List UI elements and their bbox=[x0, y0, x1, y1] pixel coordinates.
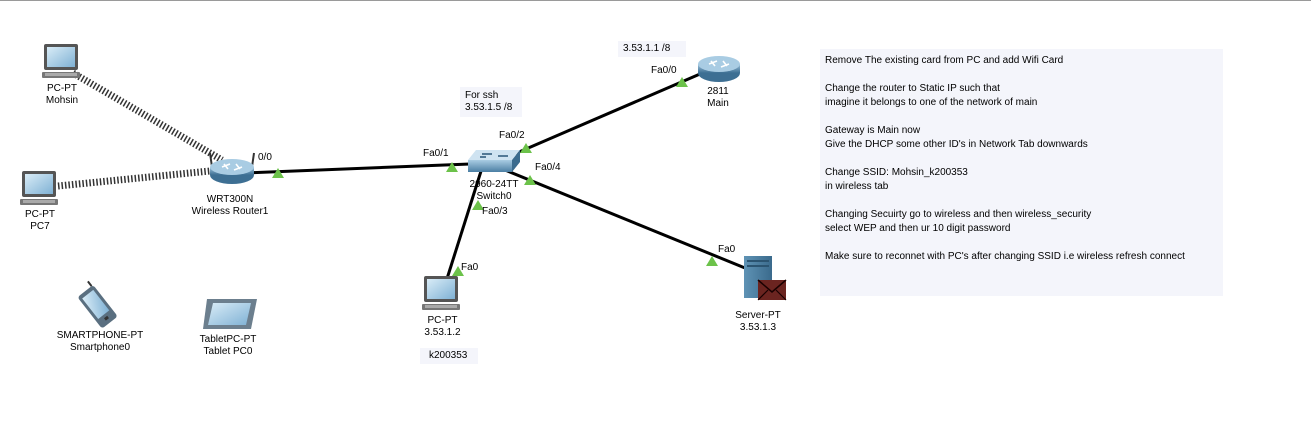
port-label: Fa0 bbox=[718, 244, 736, 255]
port-label: Fa0/2 bbox=[499, 130, 525, 141]
note-line: Make sure to reconnet with PC's after ch… bbox=[825, 251, 1185, 262]
pc-note: k200353 bbox=[429, 350, 468, 361]
pc-icon[interactable] bbox=[20, 171, 58, 205]
note-line: Remove The existing card from PC and add… bbox=[825, 55, 1064, 66]
device-type: PC-PT bbox=[47, 83, 77, 94]
device-name: Wireless Router1 bbox=[191, 206, 269, 217]
device-name: Mohsin bbox=[45, 95, 79, 106]
note-line: Change the router to Static IP such that bbox=[825, 83, 1000, 94]
note-line: select WEP and then ur 10 digit password bbox=[825, 223, 1011, 234]
ssh-note: For ssh 3.53.1.5 /8 bbox=[465, 90, 512, 114]
device-type: Server-PT bbox=[735, 310, 781, 321]
wireless-links bbox=[57, 69, 224, 190]
router-icon[interactable] bbox=[698, 56, 740, 82]
port-label: Fa0/0 bbox=[651, 65, 677, 76]
note-line: Change SSID: Mohsin_k200353 bbox=[825, 167, 968, 178]
device-type: PC-PT bbox=[427, 315, 458, 326]
port-indicator-router bbox=[272, 168, 284, 178]
pc-icon[interactable] bbox=[422, 276, 460, 310]
router-main-label: 2811 Main bbox=[693, 86, 743, 110]
notes-panel[interactable]: Remove The existing card from PC and add… bbox=[820, 49, 1223, 296]
smartphone-icon[interactable] bbox=[74, 280, 118, 329]
port-indicator-fa0-1 bbox=[446, 162, 458, 172]
port-indicator-server bbox=[706, 256, 718, 266]
wireless-link-mohsin bbox=[71, 69, 224, 164]
wireless-router-label: WRT300N Wireless Router1 bbox=[180, 194, 280, 218]
link-router-switch bbox=[243, 162, 471, 175]
link-switch-pc bbox=[443, 167, 484, 286]
wired-links bbox=[243, 72, 746, 286]
mail-envelope-icon bbox=[758, 280, 786, 300]
port-indicator-main bbox=[676, 77, 688, 87]
pc-note-box[interactable] bbox=[420, 348, 478, 364]
port-indicators bbox=[272, 77, 718, 276]
device-name: PC7 bbox=[30, 221, 50, 232]
pc-switch-label: PC-PT 3.53.1.2 bbox=[415, 315, 470, 339]
port-indicator-fa0-3 bbox=[472, 200, 484, 210]
ssh-note-line: For ssh bbox=[465, 90, 499, 101]
port-label: 0/0 bbox=[258, 152, 272, 163]
device-type: SMARTPHONE-PT bbox=[56, 330, 144, 341]
device-name: Smartphone0 bbox=[69, 342, 131, 353]
switch-label: 2960-24TT Switch0 bbox=[459, 179, 529, 203]
note-line: in wireless tab bbox=[825, 181, 889, 192]
device-name: Switch0 bbox=[476, 191, 512, 202]
device-name: 3.53.1.2 bbox=[424, 327, 461, 338]
link-switch-main bbox=[504, 72, 701, 160]
port-label: Fa0 bbox=[461, 262, 479, 273]
pc-mohsin-label: PC-PT Mohsin bbox=[37, 83, 87, 107]
canvas-top-border bbox=[0, 0, 1311, 1]
note-line: Gateway is Main now bbox=[825, 125, 921, 136]
tablet-label: TabletPC-PT Tablet PC0 bbox=[183, 334, 273, 358]
device-type: 2811 bbox=[707, 86, 729, 97]
port-label: Fa0/4 bbox=[535, 162, 561, 173]
device-name: 3.53.1.3 bbox=[739, 322, 777, 333]
pc7-label: PC-PT PC7 bbox=[15, 209, 65, 233]
device-type: 2960-24TT bbox=[469, 179, 519, 190]
tablet-icon[interactable] bbox=[203, 299, 257, 329]
port-indicator-pc bbox=[452, 266, 464, 276]
ssh-note-box[interactable] bbox=[460, 87, 522, 117]
server-label: Server-PT 3.53.1.3 bbox=[728, 310, 788, 334]
device-name: Main bbox=[707, 98, 729, 109]
port-indicator-fa0-2 bbox=[520, 143, 532, 153]
device-type: WRT300N bbox=[206, 194, 254, 205]
main-ip-note-box[interactable] bbox=[618, 41, 686, 57]
ssh-note-line: 3.53.1.5 /8 bbox=[465, 102, 513, 113]
pc-icon[interactable] bbox=[42, 44, 80, 78]
device-type: PC-PT bbox=[25, 209, 55, 220]
wireless-link-pc7 bbox=[57, 166, 221, 190]
main-ip-note: 3.53.1.1 /8 bbox=[623, 43, 671, 54]
smartphone-label: SMARTPHONE-PT Smartphone0 bbox=[50, 330, 150, 354]
wireless-router-icon[interactable] bbox=[209, 152, 255, 184]
link-switch-server bbox=[499, 166, 746, 270]
device-name: Tablet PC0 bbox=[203, 346, 253, 357]
note-line: Give the DHCP some other ID's in Network… bbox=[825, 139, 1088, 150]
note-line: Changing Secuirty go to wireless and the… bbox=[825, 209, 1092, 220]
switch-icon[interactable] bbox=[468, 150, 520, 172]
port-indicator-fa0-4 bbox=[524, 175, 536, 185]
server-icon[interactable] bbox=[744, 256, 787, 301]
port-label: Fa0/3 bbox=[482, 206, 508, 217]
device-type: TabletPC-PT bbox=[199, 334, 257, 345]
note-line: imagine it belongs to one of the network… bbox=[825, 97, 1038, 108]
port-label: Fa0/1 bbox=[423, 148, 449, 159]
